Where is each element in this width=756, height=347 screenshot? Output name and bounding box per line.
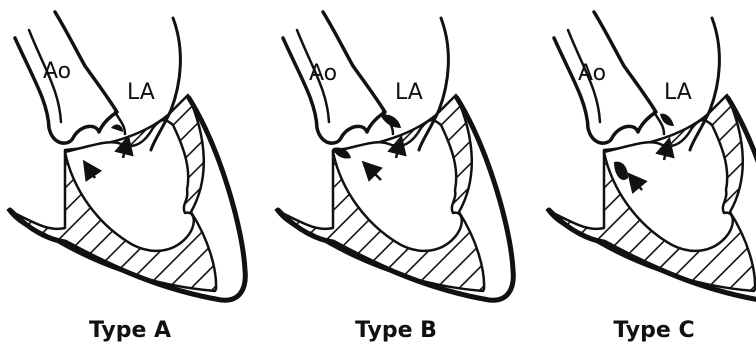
heart-cross-section-a <box>8 12 245 300</box>
label-left-atrium: LA <box>127 80 155 105</box>
caption-type-a: Type A <box>89 318 171 343</box>
label-aorta: Ao <box>309 61 337 86</box>
label-aorta: Ao <box>43 59 71 84</box>
lesion-dot-a <box>111 125 123 132</box>
caption-type-b: Type B <box>355 318 437 343</box>
label-left-atrium: LA <box>664 80 692 105</box>
panel-type-a: Ao LA Type A <box>8 12 245 343</box>
panel-type-c: Ao LA Type C <box>547 12 756 343</box>
caption-type-c: Type C <box>613 318 694 343</box>
label-aorta: Ao <box>578 61 606 86</box>
heart-cross-section-c <box>547 12 756 300</box>
panel-type-b: Ao LA Type B <box>276 12 513 343</box>
label-left-atrium: LA <box>395 80 423 105</box>
heart-cross-section-b <box>276 12 513 300</box>
